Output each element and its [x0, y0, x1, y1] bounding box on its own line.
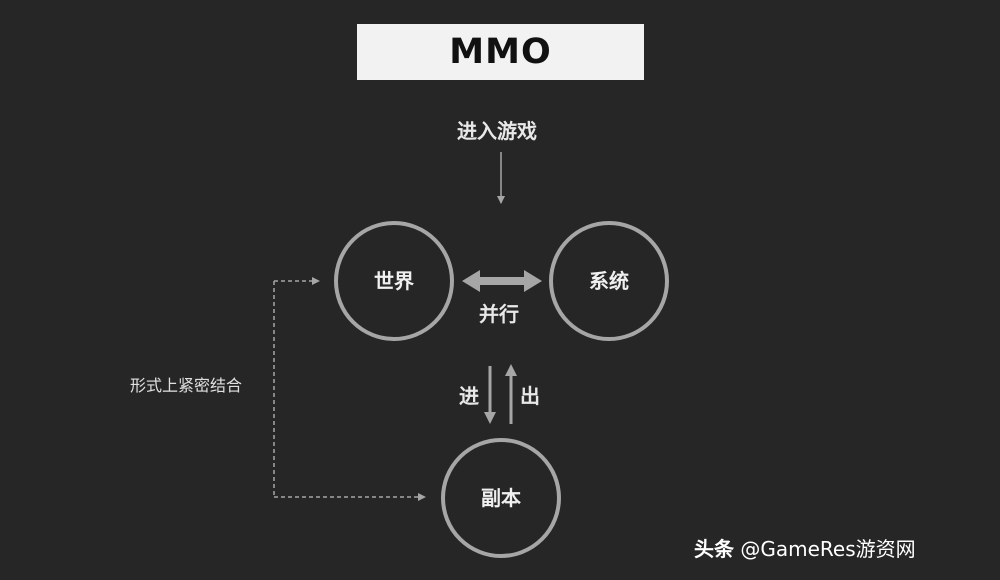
world-node-circle	[334, 221, 454, 341]
watermark: 头条 @GameRes游资网	[694, 533, 916, 562]
tightly-combined-note: 形式上紧密结合	[130, 376, 243, 395]
system-node-circle	[549, 221, 669, 341]
instance-node-label: 副本	[481, 486, 521, 510]
parallel-label: 并行	[479, 302, 519, 326]
dashed-connector-top-head	[312, 277, 320, 285]
world-node-label: 世界	[374, 269, 414, 293]
watermark-brand: 头条	[694, 537, 734, 561]
enter-label: 进	[459, 384, 479, 408]
exit-arrow-head	[505, 364, 517, 376]
entry-label: 进入游戏	[457, 119, 537, 143]
watermark-handle: @GameRes游资网	[740, 537, 916, 561]
instance-node-circle	[441, 438, 561, 558]
diagram-title: MMO	[357, 24, 644, 80]
exit-label: 出	[520, 384, 540, 408]
parallel-double-arrow	[462, 270, 542, 292]
system-node-label: 系统	[589, 269, 629, 293]
dashed-connector-bottom-head	[418, 493, 426, 501]
enter-arrow-head	[484, 412, 496, 424]
